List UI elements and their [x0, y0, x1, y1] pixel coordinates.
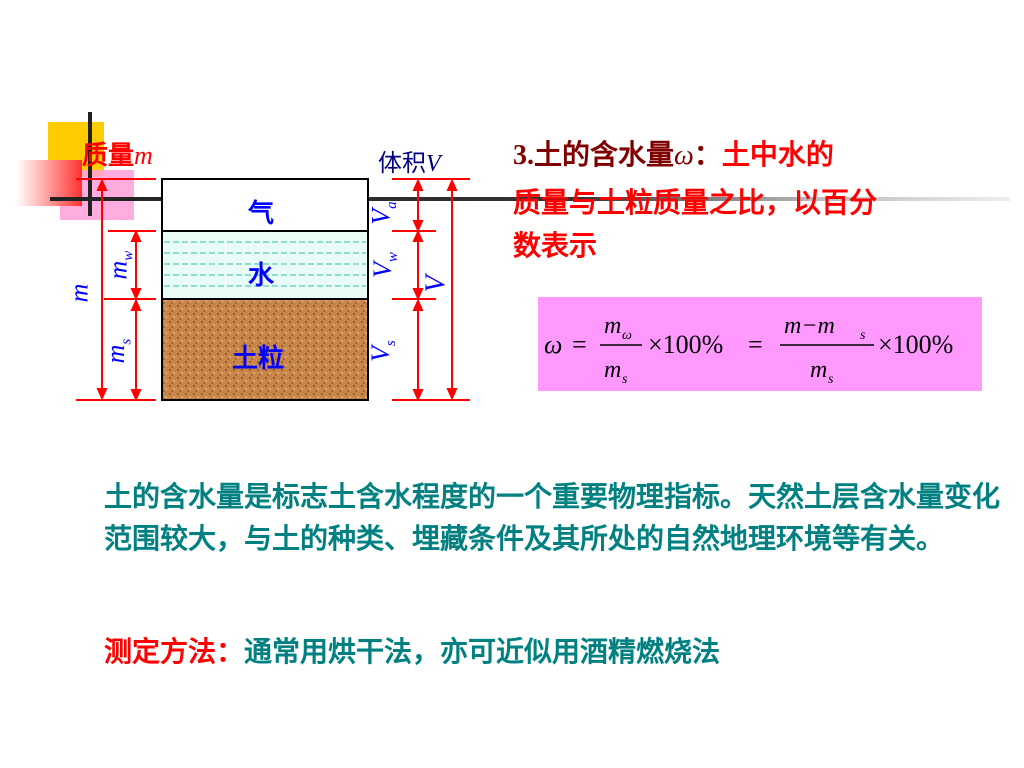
solid-phase-label: 土粒 — [232, 344, 285, 374]
frac1-numerator-sub: ω — [622, 328, 632, 343]
formula-eq-2: = — [748, 330, 763, 359]
formula-times-2: ×100% — [878, 330, 953, 359]
method-label: 测定方法： — [104, 635, 245, 668]
formula-box — [538, 297, 982, 391]
water-lines — [164, 241, 366, 287]
right-dimension-arrows — [412, 178, 458, 402]
left-tick-lines — [76, 178, 156, 401]
definition-line-3: 数表示 — [513, 229, 598, 262]
frac2-numerator-sub: s — [860, 328, 866, 343]
formula-eq-1: = — [572, 330, 587, 359]
frac2-denominator: m — [810, 357, 827, 383]
description-paragraph: 土的含水量是标志土含水程度的一个重要物理指标。天然土层含水量变化范围较大，与土的… — [104, 480, 1001, 555]
total-mass-symbol: m — [64, 283, 94, 303]
frac1-numerator: m — [604, 313, 621, 339]
air-phase-label: 气 — [248, 199, 275, 229]
frac1-denominator: m — [604, 357, 621, 383]
mass-label: 质量m — [82, 141, 153, 171]
measurement-method: 测定方法：通常用烘干法，亦可近似用酒精燃烧法 — [104, 632, 720, 672]
total-volume-symbol: V — [420, 275, 452, 293]
water-mass-symbol: mw — [103, 250, 137, 280]
water-volume-symbol: Vw — [367, 252, 402, 279]
frac2-numerator: m−m — [784, 313, 835, 339]
method-text: 通常用烘干法，亦可近似用酒精燃烧法 — [244, 635, 721, 668]
decor-horizontal-line — [50, 197, 1010, 201]
formula-lhs: ω — [544, 330, 562, 359]
right-tick-lines — [392, 178, 470, 401]
solid-volume-symbol: Vs — [365, 340, 399, 362]
definition-line-2: 质量与土粒质量之比，以百分 — [513, 186, 878, 219]
solid-phase — [161, 298, 369, 401]
solid-mass-symbol: ms — [101, 338, 135, 364]
frac2-denominator-sub: s — [828, 372, 834, 387]
left-dimension-arrows — [96, 178, 142, 402]
volume-label: 体积V — [378, 149, 441, 177]
water-content-formula: ω = m ω m s ×100% = m−m s m s ×100% — [544, 313, 953, 387]
air-volume-symbol: Va — [366, 201, 400, 225]
section-heading: 3.土的含水量ω：土中水的 — [513, 138, 834, 171]
formula-times-1: ×100% — [648, 330, 723, 359]
frac1-denominator-sub: s — [622, 372, 628, 387]
water-phase-label: 水 — [248, 261, 275, 291]
decor-vertical-line — [88, 112, 92, 216]
